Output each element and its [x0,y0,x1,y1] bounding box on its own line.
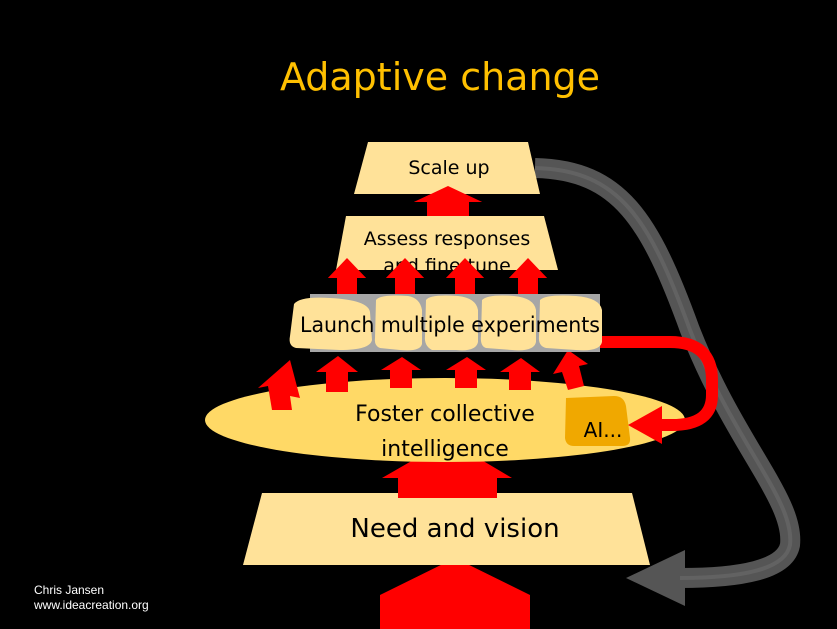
foster-label-line2: intelligence [381,437,509,462]
experiment-blob-2 [374,295,422,351]
foster-arrow-6 [553,350,588,390]
assess-label-line1: Assess responses [364,228,531,250]
launch-arrowhead-4 [509,258,547,278]
need-to-foster-arrow [382,440,512,498]
base-input-arrow [380,558,530,629]
feedback-loop-highlight [534,166,793,580]
ai-label: AI... [584,418,623,442]
scale-up-box [354,142,540,194]
foster-arrow-2 [316,356,358,392]
foster-arrow-1 [258,360,300,410]
feedback-loop-arrow [534,158,801,588]
experiment-blob-4 [480,295,536,351]
assess-to-scale-arrowhead [414,186,482,202]
credit-website: www.ideacreation.org [34,598,149,612]
foster-arrow-3 [381,357,421,388]
launch-experiments-label: Launch multiple experiments [300,313,600,337]
experiments-to-ai-arrowhead [628,406,662,444]
ai-box [565,396,631,446]
credit-block: Chris Jansen www.ideacreation.org [34,583,149,613]
assess-box [336,216,558,270]
feedback-loop-arrowhead [626,550,685,606]
experiment-blob-1 [289,297,372,350]
foster-arrow-4 [446,357,486,388]
credit-name: Chris Jansen [34,583,105,597]
foster-label-line1: Foster collective [355,402,535,427]
foster-intelligence-ellipse [205,378,685,462]
need-and-vision-box [243,493,650,565]
foster-arrow-5 [500,358,540,390]
launch-arrowhead-1 [328,258,366,278]
scale-up-label: Scale up [408,157,489,179]
need-and-vision-label: Need and vision [350,514,559,544]
experiments-to-ai-arrow [598,336,718,431]
launch-arrowhead-3 [446,258,484,278]
experiment-blob-5 [538,295,602,351]
experiment-blob-3 [424,295,478,351]
launch-arrowhead-2 [386,258,424,278]
slide-title: Adaptive change [280,55,600,99]
